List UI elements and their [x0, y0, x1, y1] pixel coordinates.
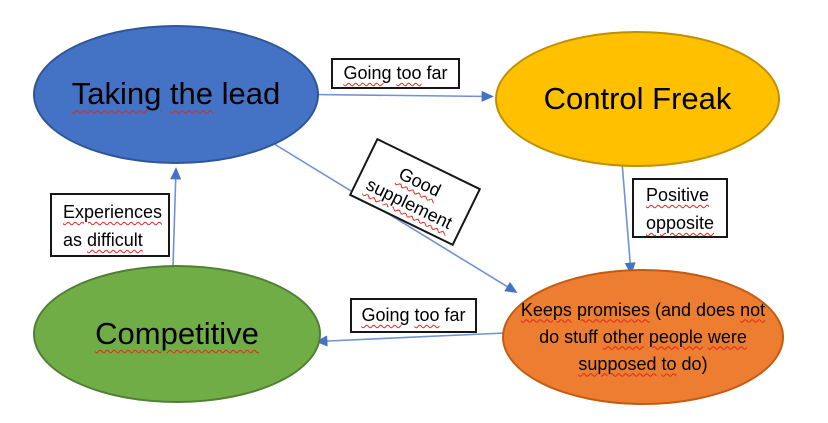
edge-label-positive-opposite: Positive opposite [632, 178, 728, 238]
node-keeps-promises: Keeps promises (and does not do stuff ot… [502, 269, 784, 405]
edge-label-text: Going too far [361, 305, 466, 325]
node-taking-the-lead-label: Taking the lead [71, 76, 281, 112]
arrow-keeps-promises-to-competitive [315, 332, 506, 347]
edge-label-text: Going too far [343, 63, 448, 83]
edge-label-text: Positive opposite [646, 185, 715, 233]
node-control-freak-label: Control Freak [543, 80, 732, 116]
node-control-freak: Control Freak [495, 31, 780, 167]
node-keeps-promises-label: Keeps promises (and does not do stuff ot… [520, 299, 766, 374]
edge-label-text: Experiences as difficult [63, 202, 163, 250]
edge-label-going-too-far-top: Going too far [331, 58, 460, 89]
arrow-competitive-to-taking-the-lead [170, 167, 182, 267]
arrow-taking-the-lead-to-control-freak [312, 90, 494, 102]
node-taking-the-lead: Taking the lead [33, 25, 319, 164]
edge-label-going-too-far-bottom: Going too far [350, 298, 477, 333]
node-competitive: Competitive [33, 265, 321, 403]
node-competitive-label: Competitive [95, 315, 259, 351]
arrow-control-freak-to-keeps-promises [621, 161, 636, 275]
edge-label-experiences-as-difficult: Experiences as difficult [50, 193, 170, 257]
